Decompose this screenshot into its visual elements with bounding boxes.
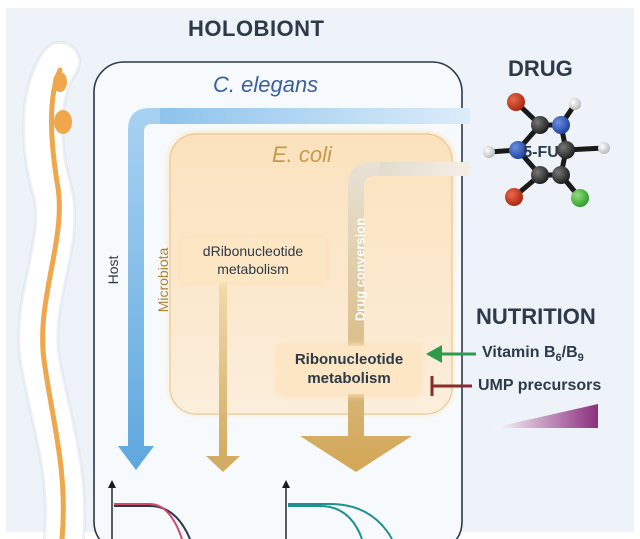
- survival-plot-left: [108, 480, 191, 539]
- vitamin-slash: /B: [561, 344, 578, 361]
- drug-conversion-label: Drug conversion: [352, 217, 368, 322]
- host-arrow-label: Host: [105, 255, 121, 285]
- microbiota-arrow-label: Microbiota: [155, 247, 171, 313]
- vitamin-prefix: Vitamin B: [482, 344, 556, 361]
- dribonucleotide-line1: dRibonucleotide: [202, 243, 304, 259]
- five-fu-molecule: [483, 93, 610, 207]
- e-coli-label: E. coli: [272, 142, 332, 167]
- vitamin-subscript-1: 6: [555, 352, 562, 365]
- host-arrow: [118, 108, 470, 470]
- activation-arrow: [426, 345, 476, 363]
- ribonucleotide-label: Ribonucleotide metabolism: [278, 350, 420, 388]
- microbiota-arrow: [206, 280, 240, 472]
- worm-illustration: [17, 41, 87, 539]
- drug-heading: DRUG: [508, 56, 573, 81]
- ribonucleotide-line2: metabolism: [307, 370, 391, 387]
- drug-conversion-arrow: [300, 162, 470, 472]
- vitamin-label: Vitamin B6/B9: [482, 344, 584, 364]
- c-elegans-label: C. elegans: [213, 72, 319, 97]
- nutrition-heading: NUTRITION: [476, 304, 596, 329]
- survival-plot-right: [282, 480, 393, 539]
- dribonucleotide-line2: metabolism: [217, 261, 289, 277]
- ribonucleotide-box: [278, 346, 420, 394]
- inhibition-arrow: [430, 376, 472, 396]
- diagram-title: HOLOBIONT: [188, 16, 325, 41]
- ribonucleotide-line1: Ribonucleotide: [294, 351, 404, 368]
- dribonucleotide-label: dRibonucleotide metabolism: [180, 242, 326, 278]
- dribonucleotide-box: [180, 238, 326, 282]
- molecule-label: 5-FU: [523, 144, 559, 161]
- nutrition-gradient-wedge: [492, 404, 598, 428]
- ump-precursors-label: UMP precursors: [478, 377, 602, 394]
- vitamin-subscript-2: 9: [577, 352, 584, 365]
